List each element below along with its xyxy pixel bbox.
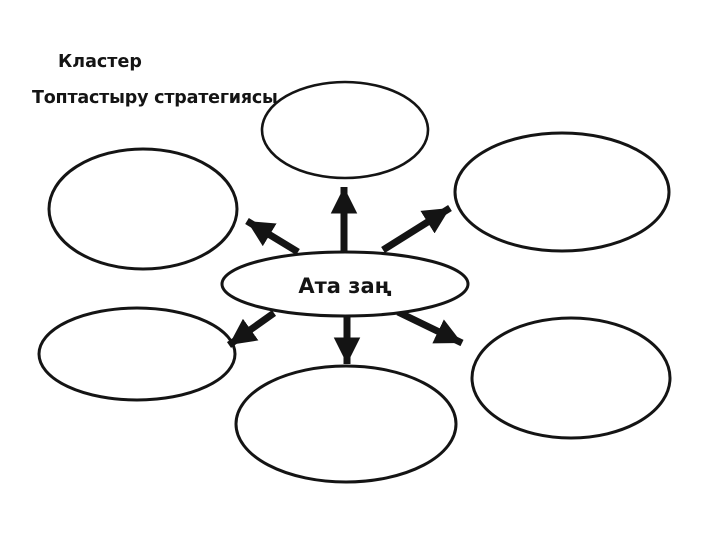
arrow-to-top-left xyxy=(245,218,300,255)
node-bottom-left-ellipse xyxy=(37,306,237,402)
node-top-ellipse xyxy=(260,80,430,180)
center-node-ellipse xyxy=(220,250,470,318)
page-title: Кластер xyxy=(58,52,142,72)
center-node-label: Ата заң xyxy=(298,274,391,298)
node-bottom-right-ellipse xyxy=(470,316,672,440)
subtitle: Топтастыру стратегиясы xyxy=(32,88,278,108)
node-bottom-ellipse xyxy=(234,364,458,484)
outer-nodes xyxy=(37,80,672,484)
arrow-to-top-right xyxy=(381,205,452,253)
node-top-right-ellipse xyxy=(453,131,671,253)
arrow-to-bottom-right xyxy=(396,308,464,347)
node-top-left-ellipse xyxy=(47,147,239,271)
arrow-to-bottom-left xyxy=(226,310,277,348)
arrows xyxy=(226,186,464,365)
